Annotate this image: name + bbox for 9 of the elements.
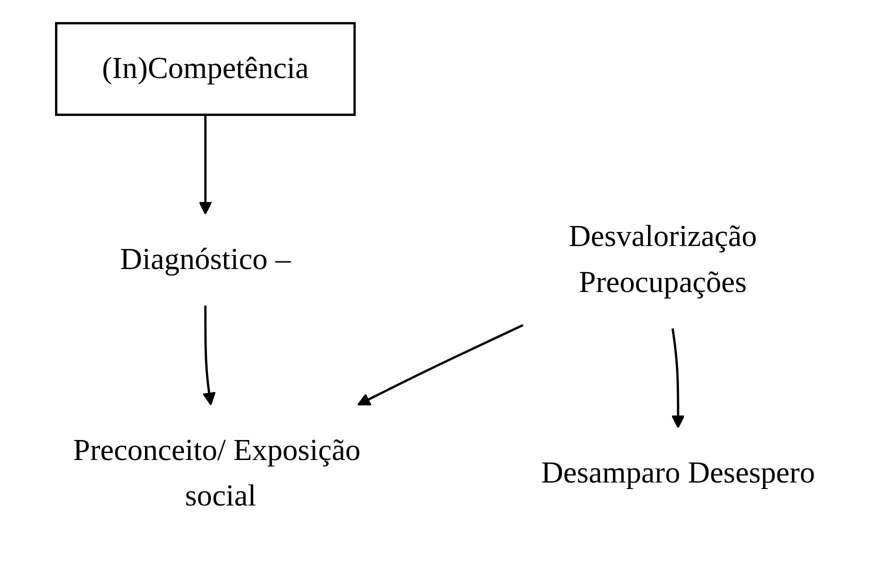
arrow <box>357 324 524 406</box>
node-text: Preconceito/ Exposição social <box>73 434 361 514</box>
arrow <box>198 115 212 215</box>
node-box: (In)Competência <box>55 22 356 116</box>
arrow <box>671 328 685 429</box>
node-text: Diagnóstico – <box>120 243 291 277</box>
node-text: Desamparo Desespero <box>541 457 815 491</box>
arrow <box>202 306 216 406</box>
node-text: Desvalorização Preocupações <box>568 220 757 300</box>
